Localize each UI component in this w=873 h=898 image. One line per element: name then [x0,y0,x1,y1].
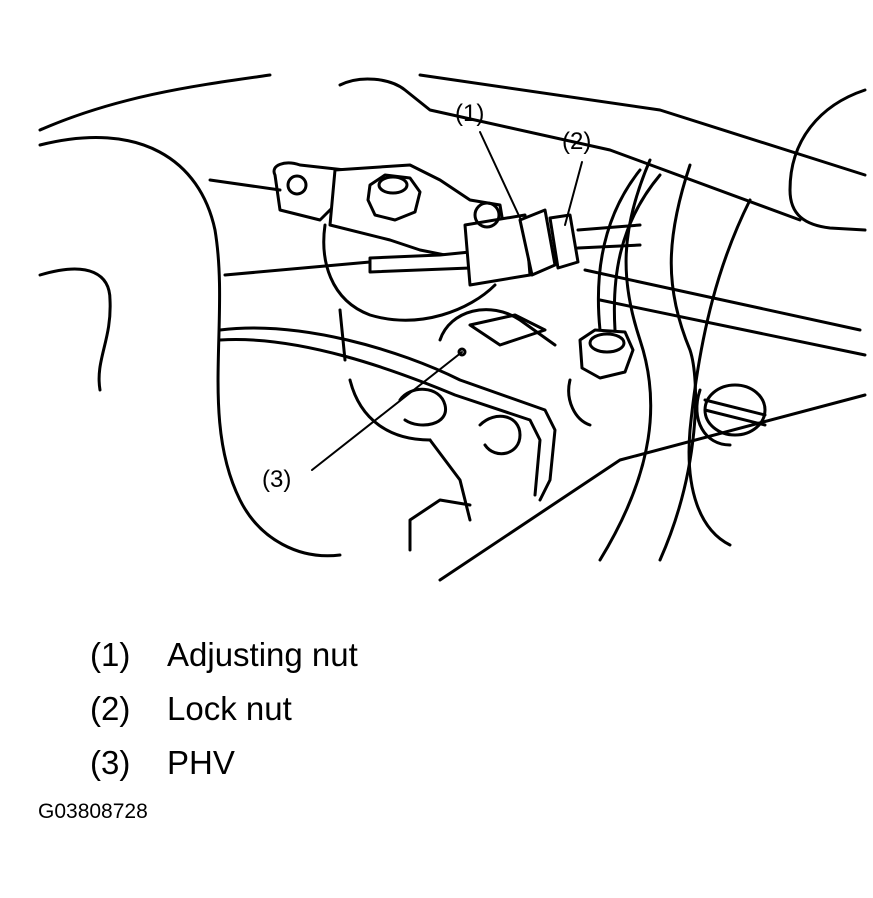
frame-bottom [438,393,867,582]
left-hose-body [38,136,342,558]
leader-1 [479,131,521,219]
phv-housing [438,308,557,347]
legend-label: Lock nut [167,690,292,727]
frame-rail-4 [598,298,867,357]
pipe-nut-top [588,332,626,354]
phv-box [468,313,547,347]
phv-lower [408,438,472,552]
legend-label: PHV [167,744,235,781]
throttle-lower [338,308,432,442]
manifold-upper-edge [418,73,867,177]
legend-list: (1) Adjusting nut (2) Lock nut (3) PHV [90,628,358,790]
throttle-body [322,223,497,322]
adjusting-nut-shape [518,208,557,277]
phv-arm-inner [218,338,542,497]
right-screw [703,383,767,437]
center-nut-top [377,175,409,195]
throttle-cable [208,178,282,192]
pipe-nut [578,328,635,380]
callout-3: (3) [262,466,292,493]
legend-number: (2) [90,690,131,727]
cable-end [368,250,472,274]
frame-rail-2 [658,163,698,562]
legend-item: (1) Adjusting nut [90,628,358,682]
engine-illustration [38,73,867,582]
legend-number: (1) [90,636,131,673]
manifold-right-bulge [788,88,867,232]
phv-arm [218,326,557,502]
leader-3-dot [457,347,467,357]
cable-pivot [473,201,501,229]
callout-2: (2) [562,128,592,155]
bracket-hole [286,174,308,196]
left-hose-outline [38,73,272,132]
right-screw-slot [703,398,767,427]
leader-2 [564,161,583,226]
center-nut [366,173,422,222]
legend-item: (2) Lock nut [90,682,358,736]
frame-right-curve [687,198,752,547]
cable-sleeve [463,213,532,287]
legend-item: (3) PHV [90,736,358,790]
right-screw-base [695,388,732,447]
left-hose-lower [38,267,112,392]
manifold-top [338,77,802,222]
lock-nut-shape [548,213,580,270]
pipe-base [567,378,592,427]
frame-rail-3 [583,268,862,332]
callout-1: (1) [455,100,485,127]
legend-number: (3) [90,744,131,781]
phv-bolts [398,387,522,456]
figure-id: G03808728 [38,800,148,823]
legend-label: Adjusting nut [167,636,358,673]
leader-3 [311,351,463,471]
vertical-pipe [596,168,662,332]
